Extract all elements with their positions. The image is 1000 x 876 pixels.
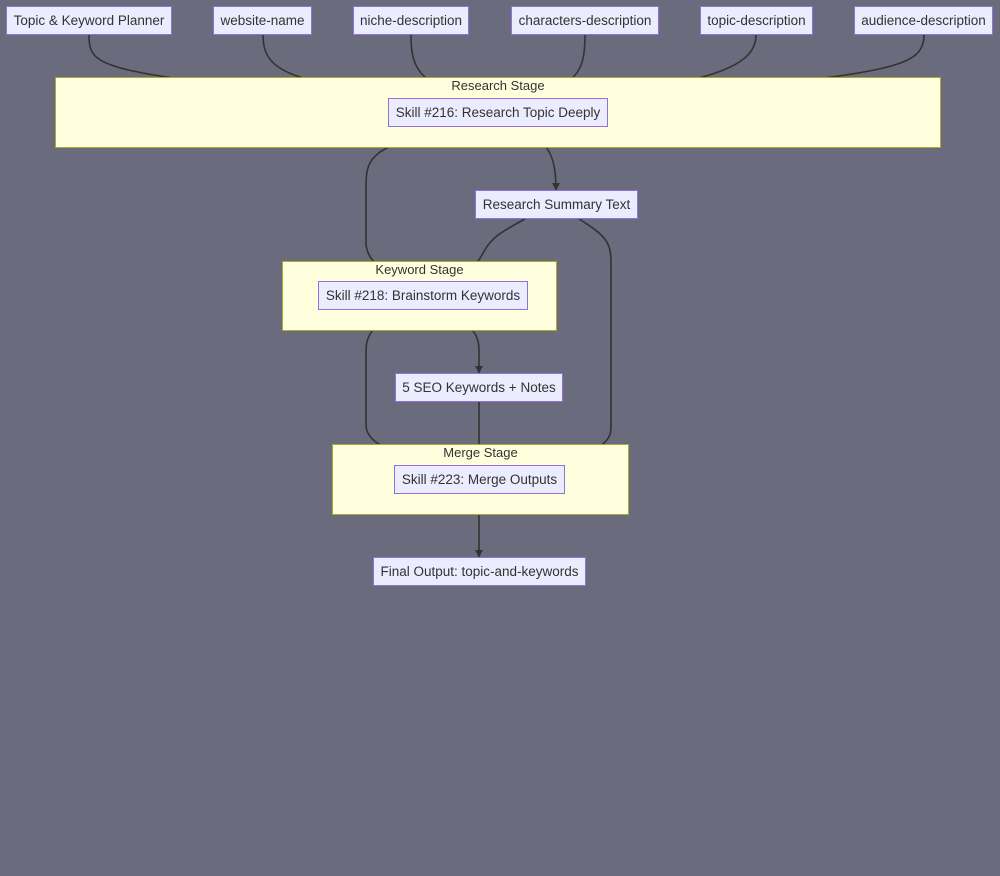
node-characters-description[interactable]: characters-description: [511, 6, 659, 35]
edge-summary-to-skill223: [532, 218, 612, 468]
node-skill-218[interactable]: Skill #218: Brainstorm Keywords: [318, 281, 528, 310]
node-research-summary[interactable]: Research Summary Text: [475, 190, 638, 219]
node-skill-216[interactable]: Skill #216: Research Topic Deeply: [388, 98, 608, 127]
node-skill-223[interactable]: Skill #223: Merge Outputs: [394, 465, 565, 494]
node-website-name[interactable]: website-name: [213, 6, 312, 35]
merge-stage-label: Merge Stage: [443, 445, 518, 460]
node-seo-keywords[interactable]: 5 SEO Keywords + Notes: [395, 373, 563, 402]
node-audience-description[interactable]: audience-description: [854, 6, 993, 35]
node-topic-keyword-planner[interactable]: Topic & Keyword Planner: [6, 6, 172, 35]
research-stage-label: Research Stage: [451, 78, 545, 93]
edge-skill216-to-skill218: [365, 126, 446, 283]
node-niche-description[interactable]: niche-description: [353, 6, 469, 35]
keyword-stage-label: Keyword Stage: [375, 262, 464, 277]
node-final-output[interactable]: Final Output: topic-and-keywords: [373, 557, 586, 586]
node-topic-description[interactable]: topic-description: [700, 6, 813, 35]
